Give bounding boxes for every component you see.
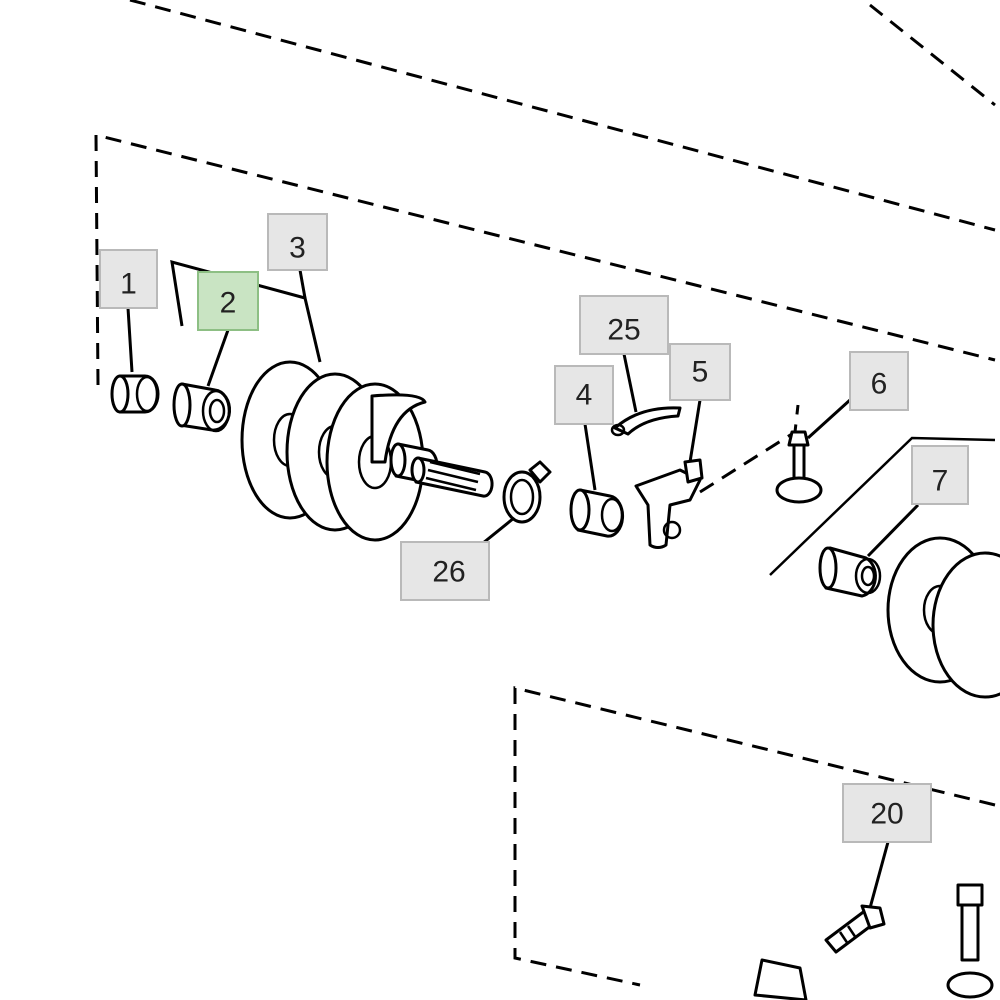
bracket-connector-dash <box>699 404 800 494</box>
callout-3[interactable]: 3 <box>267 213 328 271</box>
callout-1[interactable]: 1 <box>99 249 158 309</box>
callout-6-label: 6 <box>871 368 888 401</box>
callout-3-label: 3 <box>289 232 306 265</box>
corner-boundary-line <box>869 3 996 107</box>
part-20-threaded-bolt <box>824 904 886 954</box>
part-1-bushing <box>110 374 160 414</box>
leader-6 <box>806 398 852 440</box>
callout-5-label: 5 <box>692 356 709 389</box>
callout-25[interactable]: 25 <box>579 295 669 355</box>
leader-lines <box>126 259 920 909</box>
part-26-clamp <box>502 460 552 524</box>
leader-3-branch <box>298 269 307 299</box>
callout-5[interactable]: 5 <box>669 343 731 401</box>
callout-7-label: 7 <box>932 465 949 498</box>
left-group-boundary <box>94 133 996 386</box>
disc-assembly-right <box>886 536 1000 699</box>
callout-25-label: 25 <box>607 314 640 347</box>
part-7-bushing <box>818 546 882 598</box>
part-3-disc-shaft <box>240 360 494 542</box>
callout-20[interactable]: 20 <box>842 783 932 843</box>
part-6-bolt <box>775 430 823 504</box>
callout-26[interactable]: 26 <box>400 541 490 601</box>
leader-2 <box>206 329 230 387</box>
lower-group-boundary <box>513 686 996 987</box>
leader-20 <box>868 841 890 909</box>
upper-boundary-line <box>129 0 996 232</box>
shaft-reference-line <box>769 436 996 576</box>
part-4-bushing <box>569 488 625 538</box>
callout-4[interactable]: 4 <box>554 365 614 425</box>
leader-7 <box>866 503 920 558</box>
leader-25 <box>622 353 638 413</box>
part-2-bushing <box>172 382 232 433</box>
part-25-spring-clip <box>610 406 682 437</box>
callout-2-label: 2 <box>220 287 237 320</box>
lower-right-hardware <box>753 883 994 1000</box>
callout-6[interactable]: 6 <box>849 351 909 411</box>
callout-26-label: 26 <box>432 556 465 589</box>
leader-4 <box>583 423 597 491</box>
leader-1 <box>126 307 134 373</box>
callout-2[interactable]: 2 <box>197 271 259 331</box>
callout-4-label: 4 <box>576 379 593 412</box>
leader-5 <box>688 399 702 463</box>
callout-1-label: 1 <box>120 268 137 301</box>
callout-20-label: 20 <box>870 798 903 831</box>
callout-7[interactable]: 7 <box>911 445 969 505</box>
part-5-bracket <box>634 458 704 550</box>
